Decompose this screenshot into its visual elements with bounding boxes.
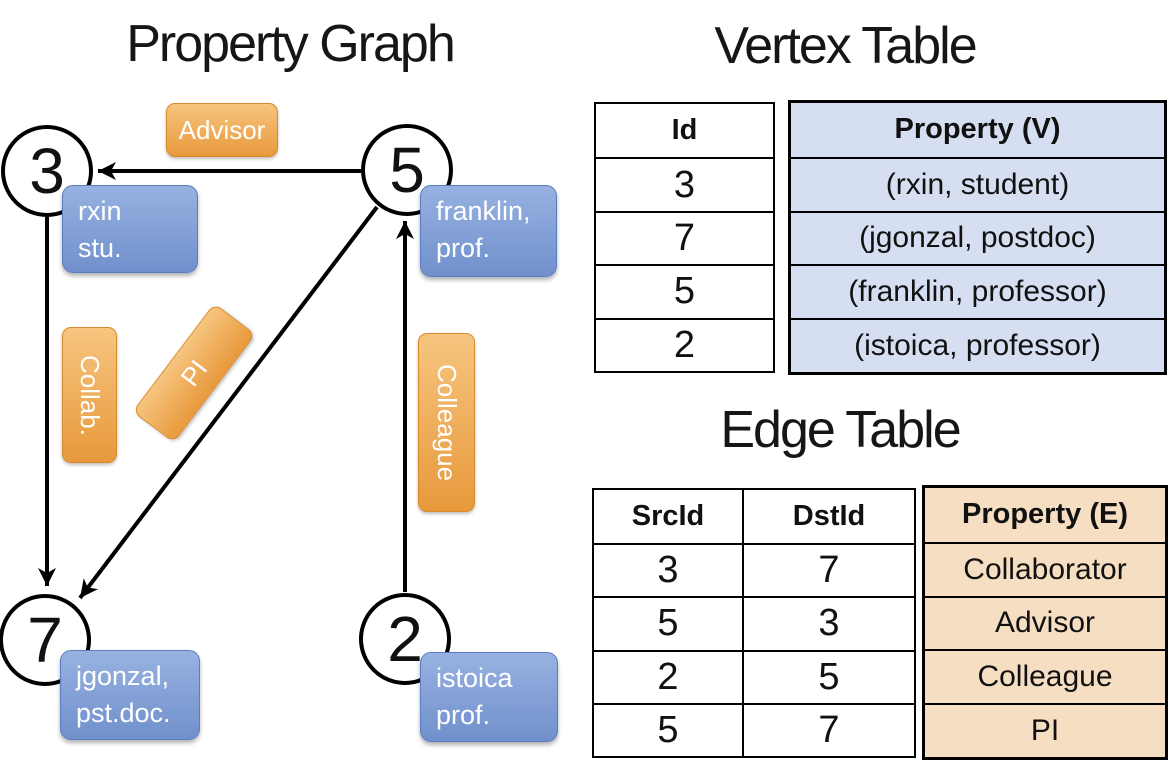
edge-property-cell: Advisor (925, 595, 1165, 650)
vertex-prop-line2: stu. (78, 233, 122, 263)
vertex-prop-line2: prof. (436, 700, 491, 730)
vertex-id-cell: 3 (596, 157, 773, 210)
vertex-prop-line1: jgonzal, (76, 661, 170, 691)
vertex-prop-line2: pst.doc. (76, 698, 171, 728)
edge-table-property-column: Property (E) Collaborator Advisor Collea… (922, 485, 1168, 760)
vertex-table-property-column: Property (V) (rxin, student) (jgonzal, p… (788, 100, 1167, 375)
edge-src-cell: 2 (594, 649, 742, 703)
edge-property-cell: Colleague (925, 649, 1165, 704)
graph-node-5: 5 (361, 124, 453, 216)
edge-dst-cell: 7 (742, 702, 914, 756)
node-id: 5 (389, 134, 425, 206)
node-id: 7 (27, 604, 63, 676)
edge-pi-line (78, 205, 379, 600)
edge-label-text: Colleague (432, 363, 462, 482)
edge-label-colleague: Colleague (418, 333, 475, 512)
vertex-prop-box-jgonzal: jgonzal, pst.doc. (60, 650, 200, 740)
vertex-property-cell: (istoica, professor) (791, 318, 1164, 372)
edge-dst-header: DstId (742, 490, 914, 544)
edge-table-src-dst-columns: SrcId DstId 3 7 5 3 2 5 5 7 (592, 488, 916, 758)
vertex-id-cell: 7 (596, 210, 773, 264)
edge-property-header: Property (E) (925, 488, 1165, 542)
vertex-property-header: Property (V) (791, 103, 1164, 157)
vertex-id-cell: 5 (596, 264, 773, 317)
edge-label-text: Collab. (75, 354, 105, 436)
vertex-prop-line1: istoica (436, 663, 513, 693)
edge-table-title: Edge Table (720, 401, 961, 459)
edge-dst-cell: 5 (742, 649, 914, 703)
node-id: 3 (29, 135, 65, 207)
edge-property-cell: PI (925, 703, 1165, 757)
vertex-id-header: Id (671, 114, 698, 147)
edge-src-cell: 5 (594, 702, 742, 756)
edge-property-cell: Collaborator (925, 541, 1165, 596)
edge-src-header: SrcId (631, 500, 705, 533)
edge-label-text: PI (174, 353, 213, 392)
edge-src-cell: 5 (594, 596, 742, 649)
vertex-table-id-column: Id 3 7 5 2 (594, 102, 775, 373)
edge-label-text: Advisor (178, 114, 266, 145)
vertex-prop-line2: prof. (436, 233, 491, 263)
edge-src-cell: 3 (594, 543, 742, 596)
vertex-prop-box-franklin: franklin, prof. (420, 185, 557, 277)
edge-label-collab: Collab. (62, 327, 117, 463)
node-id: 2 (387, 603, 423, 675)
vertex-id-cell: 2 (596, 317, 773, 371)
property-graph-title: Property Graph (126, 15, 456, 73)
vertex-prop-box-istoica: istoica prof. (420, 652, 558, 742)
vertex-table-title: Vertex Table (714, 17, 977, 75)
vertex-property-cell: (jgonzal, postdoc) (791, 210, 1164, 265)
edge-label-advisor: Advisor (166, 103, 278, 157)
edge-dst-cell: 3 (742, 596, 914, 650)
graph-node-2: 2 (359, 593, 451, 685)
vertex-prop-line1: franklin, (436, 196, 531, 226)
vertex-property-cell: (rxin, student) (791, 156, 1164, 211)
graph-edges (38, 162, 414, 600)
vertex-property-cell: (franklin, professor) (791, 264, 1164, 319)
vertex-prop-line1: rxin (78, 196, 122, 226)
vertex-prop-box-rxin: rxin stu. (62, 185, 198, 273)
edge-dst-cell: 7 (742, 543, 914, 597)
